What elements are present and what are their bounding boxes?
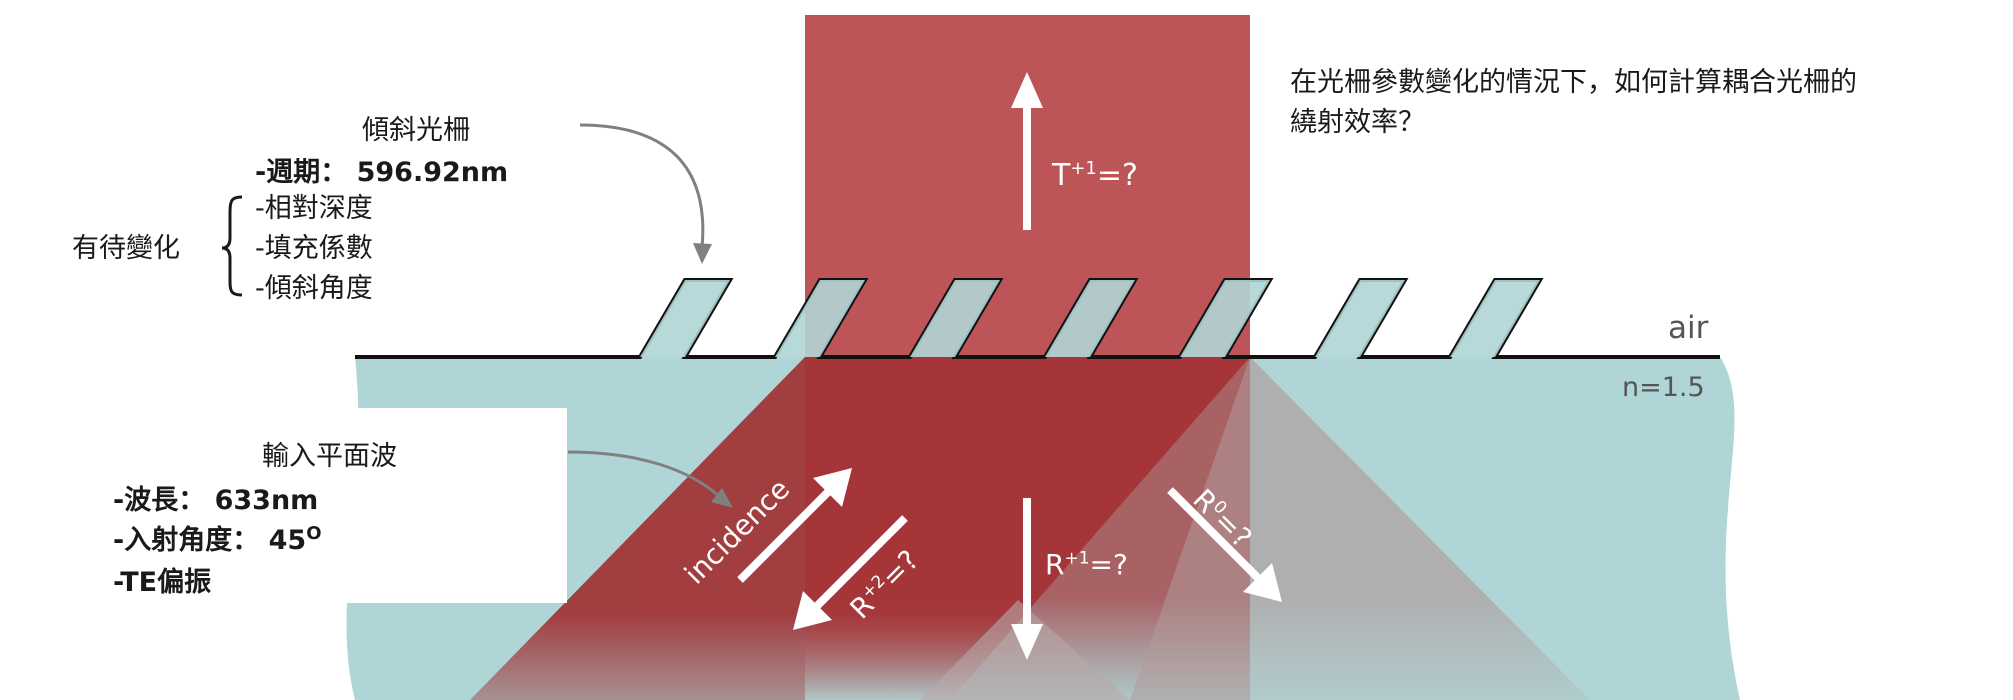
r0-beam-overlap — [1130, 357, 1250, 700]
input-wave-box — [95, 408, 567, 603]
input-wave-title: 輸入平面波 — [262, 441, 397, 472]
grating-depth: -相對深度 — [255, 193, 373, 224]
degree-sup: O — [306, 523, 322, 544]
arrow-down-icon — [1011, 498, 1043, 660]
r1-order-label: R+1=? — [1045, 548, 1128, 581]
input-polarization: -TE偏振 — [113, 567, 212, 598]
pending-change-label: 有待變化 — [72, 233, 180, 264]
grating-angle: -傾斜角度 — [255, 273, 373, 304]
arrow-up-icon — [1011, 72, 1043, 230]
input-pointer-arrow-icon — [567, 450, 733, 508]
grating-title: 傾斜光柵 — [362, 115, 470, 146]
bracket-brace — [221, 195, 243, 297]
r0-arrow-icon — [1167, 487, 1282, 602]
input-wavelength: -波長： 633nm — [113, 485, 319, 516]
air-label: air — [1668, 310, 1709, 346]
question-line-2: 繞射效率？ — [1290, 107, 1425, 138]
input-incidence-angle: -入射角度： 45O — [113, 518, 322, 557]
grating-fill: -填充係數 — [255, 233, 373, 264]
r0-beam — [1250, 357, 1590, 700]
grating-period: -週期： 596.92nm — [255, 157, 509, 188]
r2-beam — [470, 357, 805, 700]
question-line-1: 在光柵參數變化的情況下，如何計算耦合光柵的 — [1290, 67, 1857, 98]
slanted-grating — [355, 278, 1720, 359]
incidence-arrow-icon — [737, 468, 852, 583]
incidence-angle-text: -入射角度： 45 — [113, 525, 307, 556]
grating-pointer-arrow-icon — [579, 123, 712, 264]
t1-order-label: T+1=? — [1052, 158, 1138, 193]
substrate-index-label: n=1.5 — [1622, 372, 1705, 403]
r2-arrow-icon — [793, 515, 908, 630]
